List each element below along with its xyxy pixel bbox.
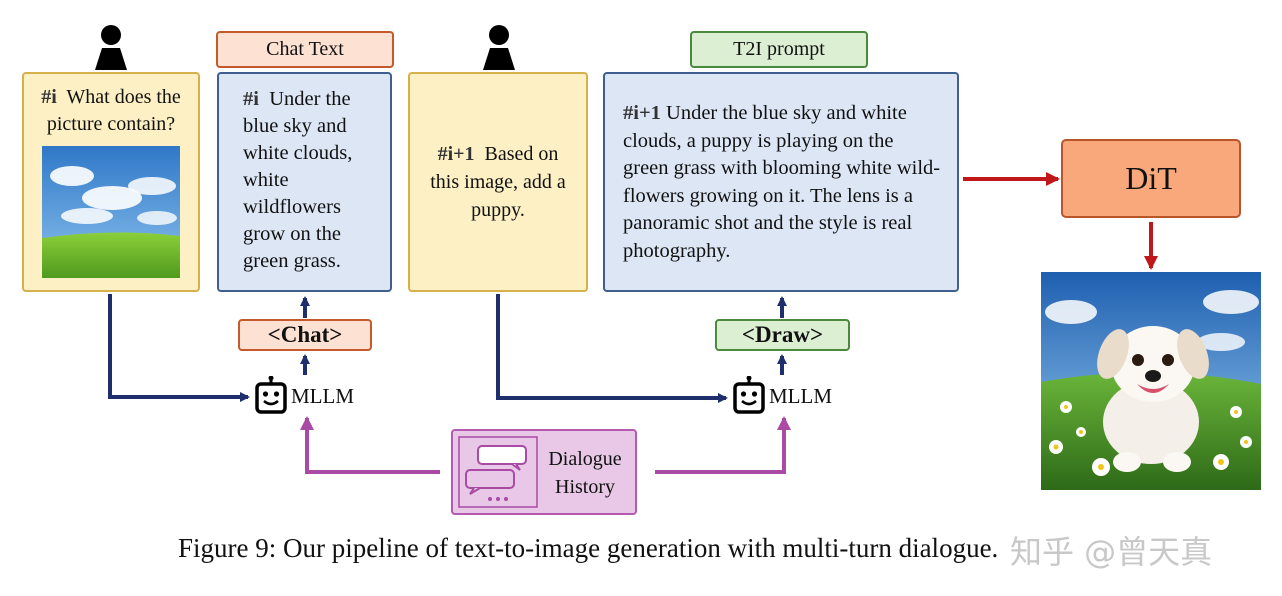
turn2-id: #i+1 (437, 143, 475, 165)
turn2-box: #i+1 Based on this image, add a puppy. (408, 72, 588, 292)
robot-face-icon (255, 376, 287, 414)
mllm-right: MLLM (732, 374, 852, 418)
chat-text-content: #i Under the blue sky and white clouds, … (243, 86, 380, 275)
chat-text-tag: Chat Text (216, 31, 394, 68)
t2i-prompt-tag: T2I prompt (690, 31, 868, 68)
mllm-right-label: MLLM (769, 384, 832, 408)
chat-text-box: #i Under the blue sky and white clouds, … (217, 72, 392, 292)
turn2-text: Based on this image, add a puppy. (430, 143, 566, 221)
dit-box: DiT (1061, 139, 1241, 218)
chat-text-id: #i (243, 88, 259, 110)
mllm-left-label: MLLM (291, 384, 354, 408)
t2i-prompt-id: #i+1 (623, 102, 661, 124)
robot-face-icon (733, 376, 765, 414)
sky-grass-image (42, 146, 180, 278)
turn1-box: #i What does the picture contain? (22, 72, 200, 292)
turn1-question-text: What does the picture contain? (46, 86, 181, 135)
t2i-prompt-body: Under the blue sky and white clouds, a p… (623, 102, 941, 262)
user-icon (95, 25, 127, 70)
figure-caption: Figure 9: Our pipeline of text-to-image … (178, 533, 999, 563)
user-icon (483, 25, 515, 70)
arrow-turn2-to-mllm (496, 294, 728, 403)
chat-bubbles-icon (458, 436, 538, 508)
chat-text-body: Under the blue sky and white clouds, whi… (243, 88, 353, 272)
turn2-content: #i+1 Based on this image, add a puppy. (424, 140, 572, 224)
arrow-history-to-mllm-right (655, 416, 791, 474)
watermark: 知乎 @曾天真 (1010, 533, 1213, 571)
arrow-turn1-to-mllm (108, 294, 250, 402)
mllm-left: MLLM (254, 374, 374, 418)
turn1-id: #i (41, 86, 57, 108)
arrow-history-to-mllm-left (300, 416, 440, 474)
dialogue-history-label: Dialogue History (548, 448, 622, 498)
puppy-output-image (1041, 272, 1261, 490)
draw-token-box: <Draw> (715, 319, 850, 351)
turn1-question: #i What does the picture contain? (24, 84, 198, 138)
t2i-prompt-box: #i+1 Under the blue sky and white clouds… (603, 72, 959, 292)
chat-token-box: <Chat> (238, 319, 372, 351)
dialogue-history-box: Dialogue History (451, 429, 637, 515)
t2i-prompt-content: #i+1 Under the blue sky and white clouds… (623, 100, 943, 265)
